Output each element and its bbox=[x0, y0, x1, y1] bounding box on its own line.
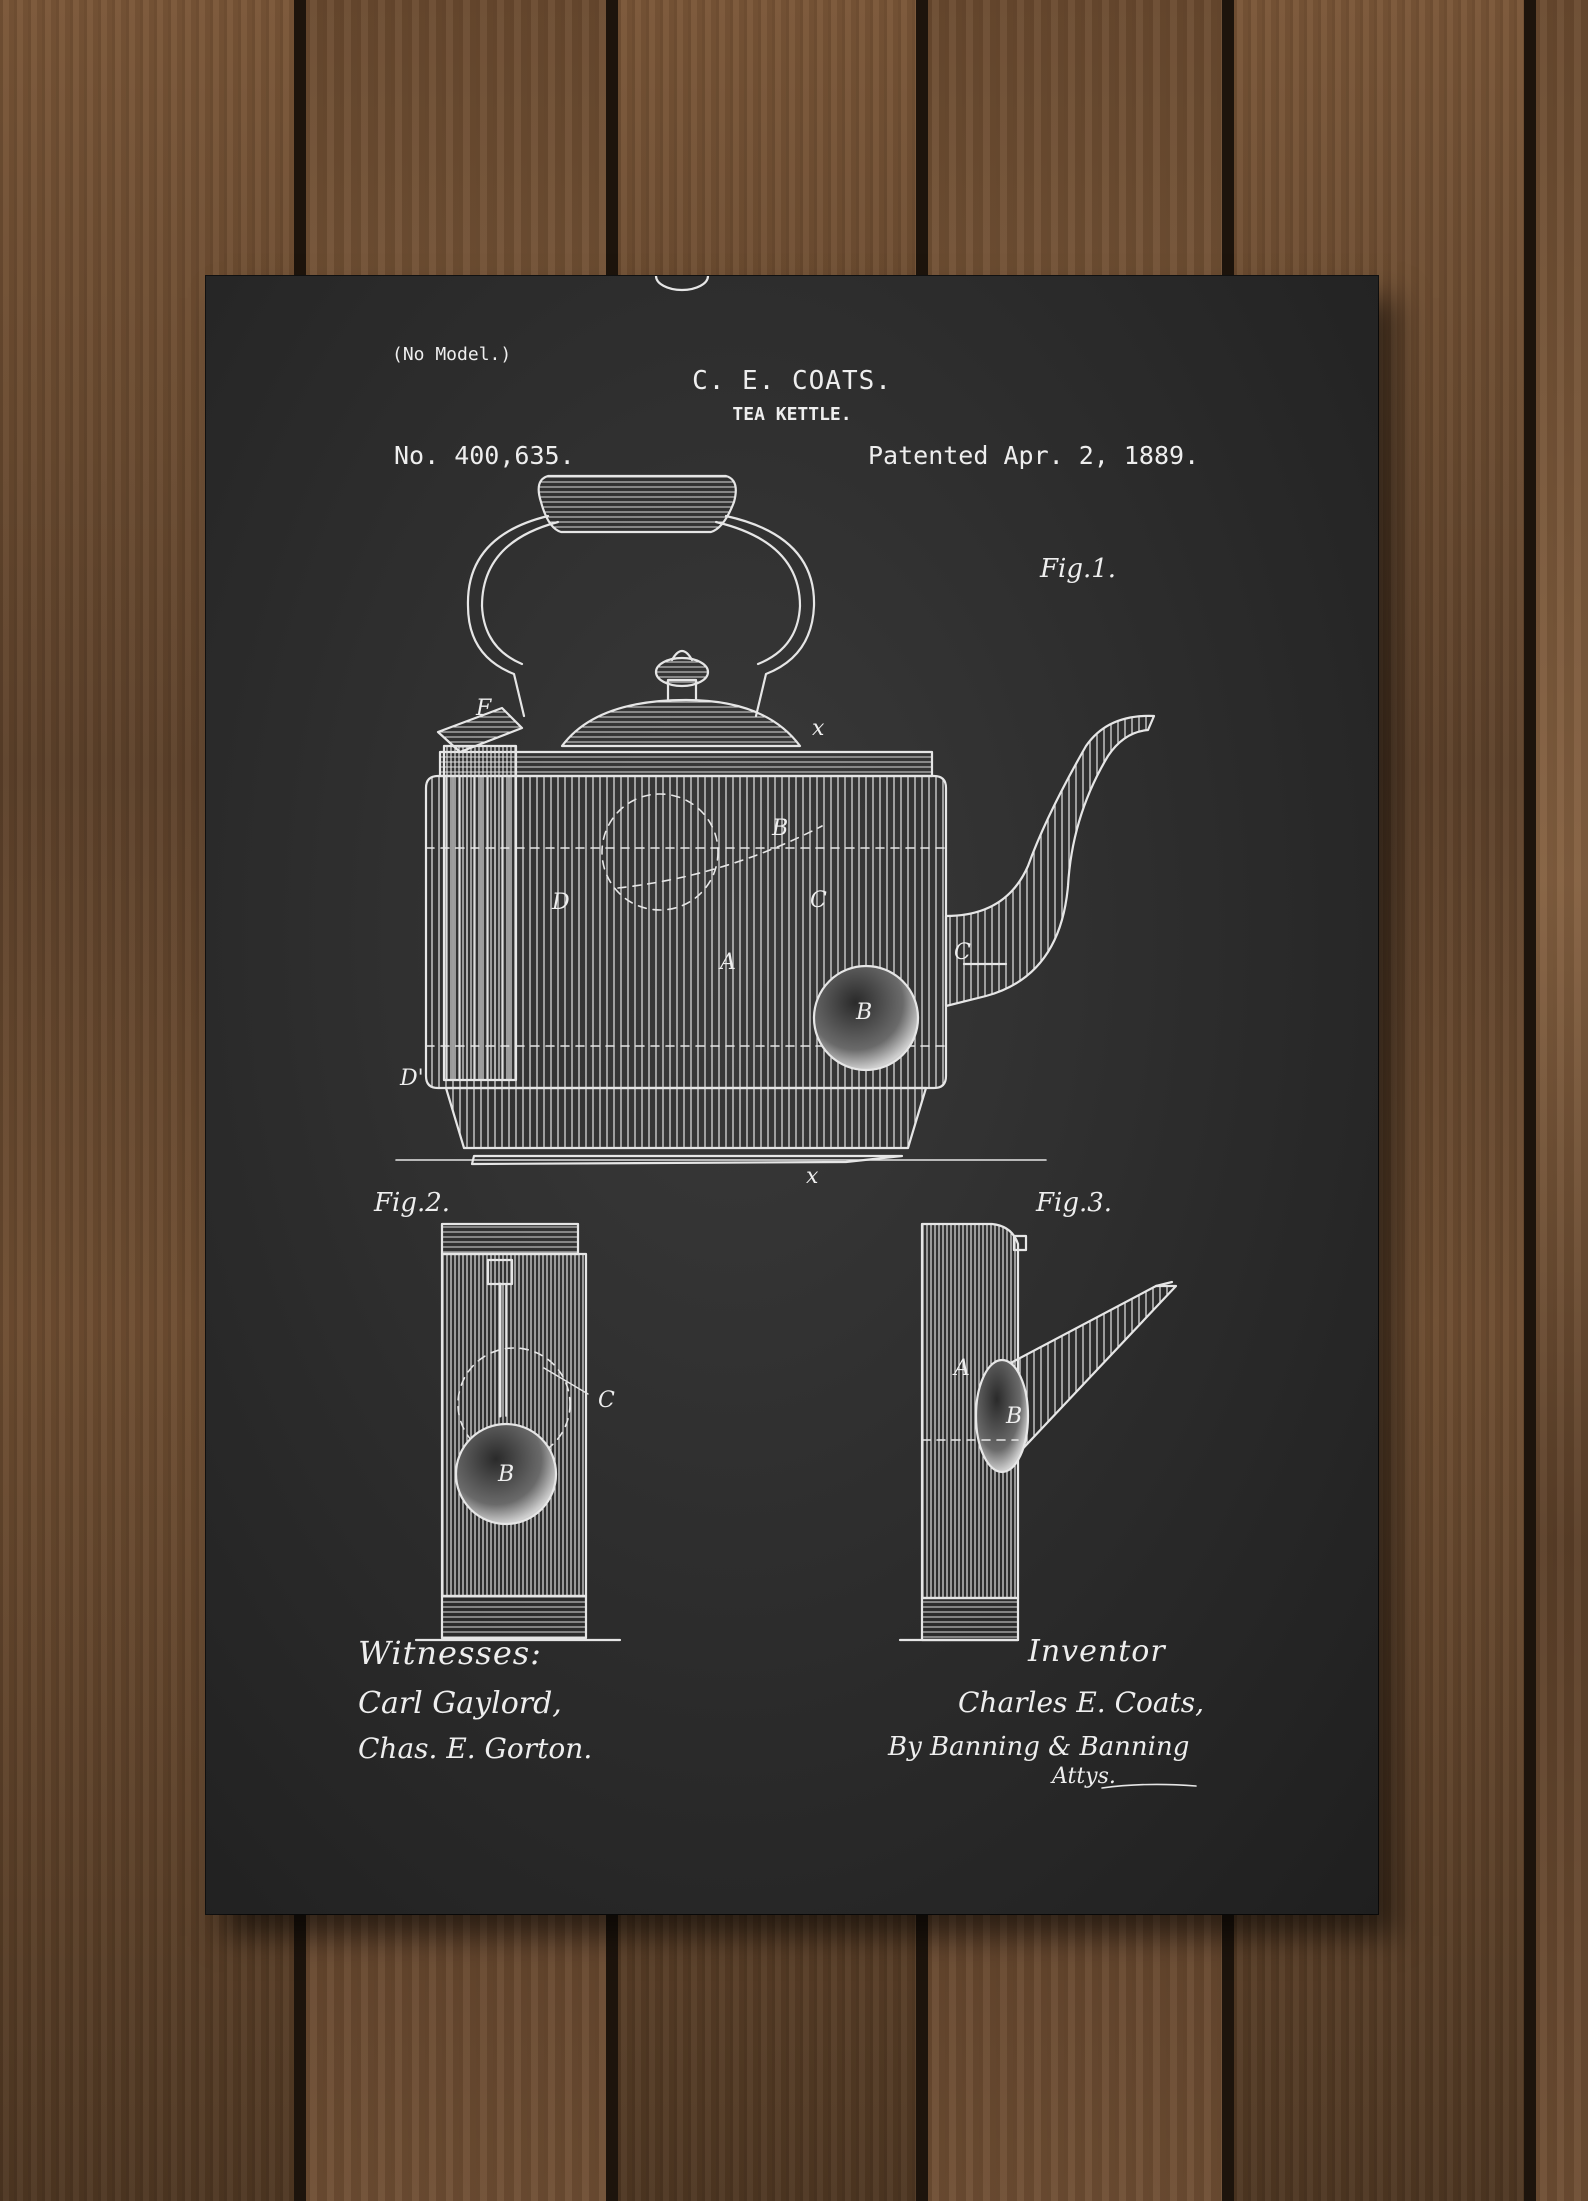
ref-letter-f: F bbox=[476, 696, 492, 721]
ref-letter-c: C bbox=[810, 888, 827, 913]
fig2-ref-letter-b: B bbox=[498, 1462, 515, 1487]
fig3-section-drawing bbox=[898, 1222, 1178, 1642]
witness-signature-2: Chas. E. Gorton. bbox=[358, 1732, 593, 1765]
fig2-side-view-drawing bbox=[414, 1222, 622, 1642]
attorney-suffix: Attys. bbox=[1052, 1764, 1116, 1789]
patent-number: No. 400,635. bbox=[394, 441, 575, 470]
fig1-label: Fig.1. bbox=[1040, 554, 1117, 584]
ref-letter-d: D bbox=[552, 890, 570, 915]
patent-inventor-heading: C. E. COATS. bbox=[692, 366, 892, 396]
inventor-signature: Charles E. Coats, bbox=[958, 1686, 1205, 1719]
chalkboard-patent-print: (No Model.) C. E. COATS. TEA KETTLE. No.… bbox=[206, 276, 1378, 1914]
ref-letter-x-top: x bbox=[812, 716, 825, 741]
fig3-ref-letter-a: A bbox=[954, 1356, 970, 1381]
patent-date: Patented Apr. 2, 1889. bbox=[868, 441, 1200, 470]
fig3-label: Fig.3. bbox=[1036, 1188, 1113, 1218]
witness-signature-1: Carl Gaylord, bbox=[358, 1686, 562, 1721]
ref-letter-d-prime: D' bbox=[400, 1066, 424, 1091]
plank-gap bbox=[1524, 0, 1536, 2201]
ref-letter-b-top: B bbox=[772, 816, 789, 841]
ref-letter-b-ball: B bbox=[856, 1000, 873, 1025]
fig3-ref-letter-b: B bbox=[1006, 1404, 1023, 1429]
ref-letter-a: A bbox=[720, 950, 736, 975]
fig1-kettle-drawing bbox=[395, 276, 1156, 1166]
fig2-label: Fig.2. bbox=[374, 1188, 451, 1218]
patent-invention-title: TEA KETTLE. bbox=[732, 404, 852, 425]
ref-letter-c-spout: C bbox=[954, 940, 971, 965]
attorney-signature: By Banning & Banning bbox=[888, 1732, 1190, 1762]
fig2-ref-letter-c: C bbox=[598, 1388, 615, 1413]
no-model-note: (No Model.) bbox=[392, 344, 512, 365]
witnesses-label: Witnesses: bbox=[358, 1634, 542, 1672]
wood-plank bbox=[1536, 0, 1588, 2201]
ref-letter-x-bottom: x bbox=[806, 1164, 819, 1189]
inventor-label: Inventor bbox=[1028, 1634, 1166, 1669]
tea-kettle-patent-drawing bbox=[395, 276, 1197, 1789]
